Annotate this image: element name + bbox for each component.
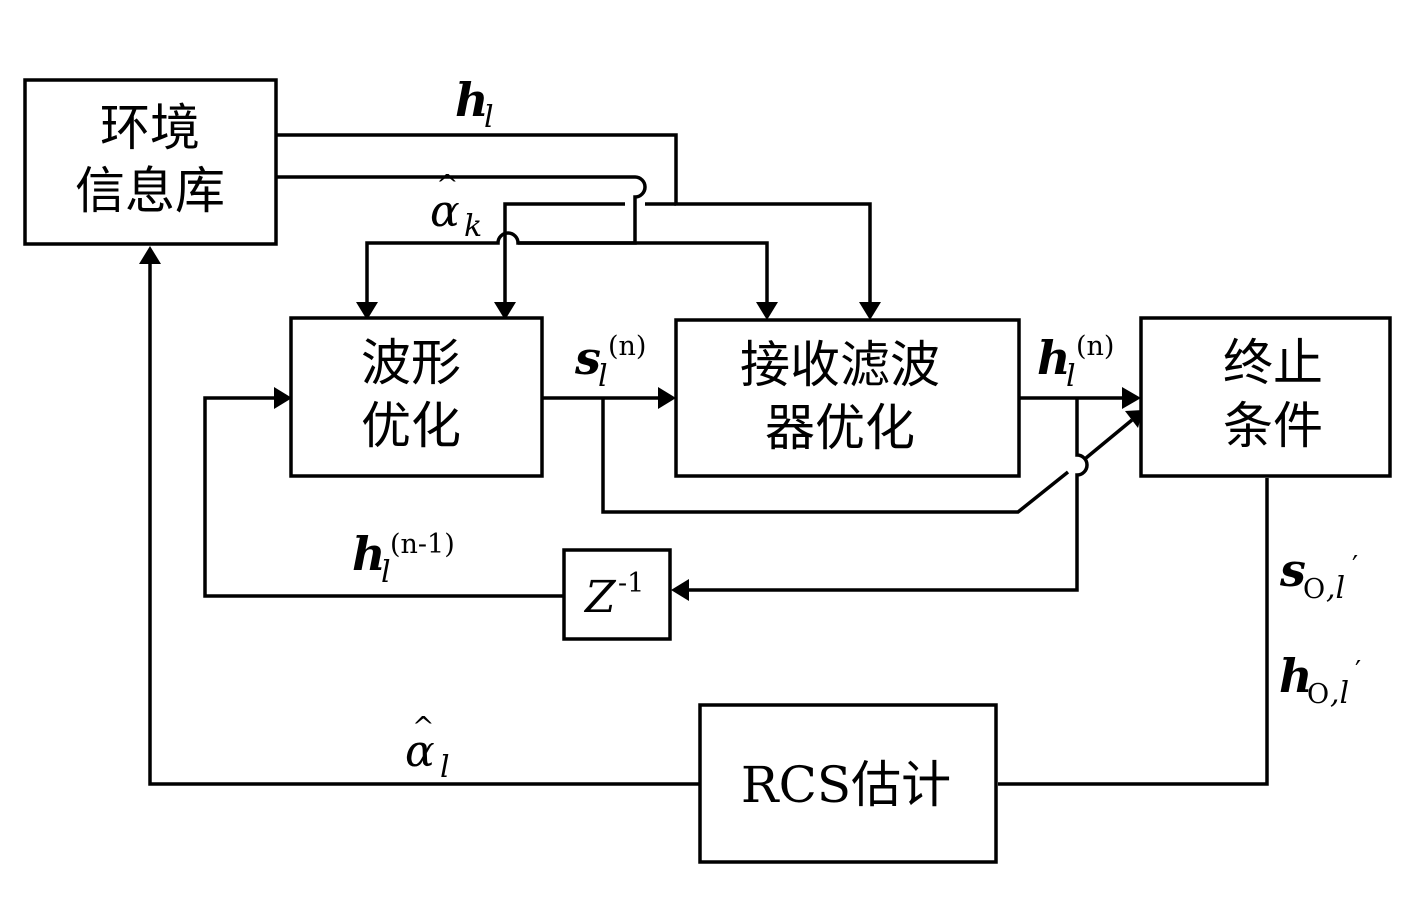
filter-opt-line1: 接收滤波 [740,336,940,394]
h-l-n-sub: l [1066,359,1076,394]
arrowhead-filter-input [658,387,676,409]
label-h-l-n-1: h l (n-1) [352,527,455,590]
h-l-n-sup: (n) [1076,331,1114,362]
alpha-k-sub: k [464,209,482,244]
h-opt-sub-o: O [1307,679,1329,710]
arrowhead-env-db [139,246,161,264]
arrowhead-delay-input [671,579,689,601]
arrowhead-termination-s [1125,410,1143,428]
rcs-est-block: RCS估计 [698,703,998,864]
label-h-l-n: h l (n) [1037,331,1114,394]
h-l-base: h [455,73,488,127]
arrowhead-filter-alpha [756,302,778,320]
wire-h-l-to-waveform [503,202,676,305]
s-l-n-base: s [574,331,601,385]
termination-line2: 条件 [1223,397,1323,455]
wire-alpha-l [148,262,699,786]
wire-termination-to-rcs [998,478,1269,786]
h-l-n-base: h [1037,331,1070,385]
filter-opt-block: 接收滤波 器优化 [674,318,1021,478]
h-l-n-1-sub: l [381,555,391,590]
label-h-l: h l [455,73,494,135]
arrowhead-waveform-feedback [274,387,292,409]
wire-s-l-n-to-termination [601,398,1134,514]
s-opt-prime: ′ [1352,551,1358,582]
h-opt-base: h [1279,649,1312,703]
h-l-sub: l [484,100,494,135]
rcs-est-label: RCS估计 [741,756,951,814]
alpha-k-base: α [430,186,460,237]
termination-line1: 终止 [1223,334,1323,392]
env-db-line2: 信息库 [75,162,225,220]
waveform-opt-line2: 优化 [361,397,461,455]
filter-opt-line2: 器优化 [765,399,915,457]
s-opt-base: s [1279,543,1306,597]
delay-exponent: -1 [618,568,644,599]
waveform-opt-block: 波形 优化 [289,316,544,478]
alpha-l-hat: ^ [412,712,435,743]
h-l-n-1-base: h [352,527,385,581]
wire-h-l-n-1 [203,396,563,598]
delay-block: Z -1 [562,548,672,641]
wire-alpha-k-filter [518,241,769,305]
env-db-block: 环境 信息库 [23,78,278,246]
s-opt-sub-l: ,l [1326,571,1345,606]
s-l-n-sub: l [598,359,608,394]
delay-base: Z [583,572,617,623]
s-opt-sub-o: O [1303,574,1325,605]
arrowhead-filter-h [859,302,881,320]
label-h-opt: h O ,l ′ [1279,649,1361,711]
label-s-opt: s O ,l ′ [1279,543,1358,606]
label-alpha-k: ^ α k [430,170,482,244]
label-alpha-l: ^ α l [405,712,450,785]
s-l-n-sup: (n) [608,331,646,362]
env-db-line1: 环境 [100,99,200,157]
alpha-l-base: α [405,726,435,777]
termination-block: 终止 条件 [1139,316,1392,478]
alpha-k-hat: ^ [436,170,459,201]
h-opt-sub-l: ,l [1330,676,1349,711]
arrowhead-waveform-alpha [356,302,378,320]
arrowhead-waveform-h [494,302,516,320]
wire-h-l-n-to-delay [686,398,1089,592]
waveform-opt-line1: 波形 [361,334,461,392]
arrowhead-termination-h [1122,387,1141,409]
label-s-l-n: s l (n) [574,331,646,394]
wire-alpha-k [277,175,647,305]
alpha-l-sub: l [440,750,450,785]
h-opt-prime: ′ [1355,656,1361,687]
h-l-n-1-sup: (n-1) [390,529,455,560]
